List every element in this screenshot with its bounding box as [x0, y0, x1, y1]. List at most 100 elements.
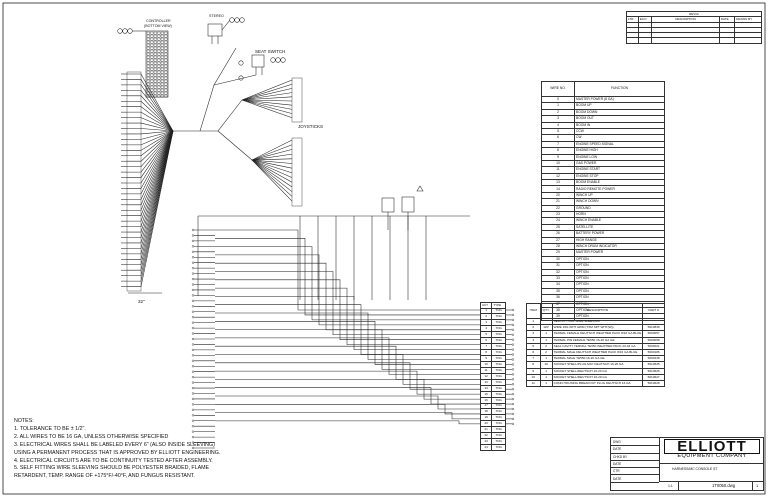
connector-pin — [153, 43, 157, 47]
routed-wire — [215, 362, 480, 390]
connector-pin — [157, 61, 161, 65]
terminal-dot — [511, 333, 515, 336]
wire-number-header: WIRE NO. — [541, 81, 575, 97]
callout-circle — [229, 17, 235, 23]
stereo-connector — [207, 23, 223, 37]
terminal-dot — [511, 378, 515, 381]
sheet-number: 1 — [756, 483, 759, 488]
pin-dot — [191, 310, 195, 313]
pin-column — [126, 71, 142, 292]
pin-dot — [191, 343, 195, 346]
joystick-wire — [251, 159, 293, 202]
connector-pin — [157, 40, 161, 44]
callout-circle — [117, 28, 123, 34]
revision-table: REV/IA LTR ECO DESCRIPTION DATE DRAWN BY — [626, 10, 762, 44]
pin-dot — [191, 386, 195, 390]
pin-dot — [191, 299, 195, 302]
connector-pin — [164, 94, 168, 98]
connector-pin — [146, 70, 150, 74]
terminal-dot — [511, 353, 515, 356]
pin-dot — [191, 272, 195, 275]
parts-header: QTY. — [539, 303, 553, 319]
scale-value: 1:1 — [668, 484, 673, 488]
connector-pin — [164, 82, 168, 86]
pin-dot — [191, 245, 195, 248]
joysticks-label: JOYSTICKS — [298, 124, 324, 129]
connector-pin — [160, 70, 164, 74]
note-line: 4. ELECTRICAL CIRCUITS ARE TO BE CONTINU… — [14, 457, 213, 464]
connector-pin — [160, 73, 164, 77]
routed-wire — [215, 321, 480, 365]
wire-function-table-cell: BOOM IN — [574, 121, 665, 129]
connector-pin — [153, 49, 157, 53]
terminal-dot — [511, 373, 515, 376]
connector-pin — [153, 34, 157, 38]
pin-dot — [191, 294, 195, 297]
bundle-wire — [127, 84, 174, 132]
joystick-wire — [241, 92, 293, 101]
routed-wire — [215, 238, 480, 316]
pin-dot — [191, 348, 195, 351]
pin-dot — [191, 305, 195, 308]
connector-pin — [160, 79, 164, 83]
connector-pin — [146, 49, 150, 53]
connector-pin — [150, 73, 154, 77]
callout-circle — [280, 57, 286, 63]
wire-function-table-cell: OPTION — [574, 294, 665, 302]
connector-pin — [164, 43, 168, 47]
pin-dot — [191, 288, 195, 292]
connector-pin — [157, 76, 161, 80]
joystick-branch-upper — [217, 99, 243, 132]
joystick-connector-upper — [291, 77, 303, 123]
drawing-title-box: HARNESS/MC CONSOLE ST — [660, 463, 763, 474]
controller-connector — [145, 30, 169, 98]
controller-label: CONTROLLER — [146, 19, 171, 23]
title-block-field: DATE — [611, 460, 659, 469]
pin-dot — [191, 283, 195, 286]
revision-table-cell — [718, 37, 736, 44]
joystick-wire — [251, 159, 293, 188]
terminal-dot — [511, 398, 515, 401]
pin-dot — [191, 337, 195, 341]
notes-block: NOTES: 1. TOLERANCE TO BE ± 1/2".2. ALL … — [14, 418, 220, 481]
pin-dot — [191, 408, 195, 411]
terminal-dot — [511, 323, 515, 326]
pin-dot — [191, 365, 195, 368]
connector-pin — [150, 67, 154, 71]
pin-dot — [191, 403, 195, 406]
connector-pin — [150, 58, 154, 62]
connector-pin — [153, 55, 157, 59]
drawing-title: HARNESS/MC CONSOLE ST — [672, 467, 718, 471]
wire-function-table-cell: BOOM DOWN — [574, 108, 665, 117]
pin-dot — [191, 414, 195, 417]
pin-dot — [191, 228, 195, 232]
connector-pin — [160, 52, 164, 56]
wire-function-table-cell: OPTION — [574, 287, 665, 296]
joystick-wire — [241, 96, 293, 101]
pin-dot — [191, 250, 195, 253]
joystick-wire — [241, 99, 293, 106]
connector-pin — [146, 76, 150, 80]
pin-dot — [191, 239, 195, 242]
connector-pin — [160, 46, 164, 50]
terminal-dot — [511, 348, 515, 351]
connector-pin — [146, 40, 150, 44]
terminal-dot — [511, 402, 515, 406]
connector-pin — [150, 70, 154, 74]
pin-dot — [191, 381, 195, 384]
connector-pin — [157, 52, 161, 56]
connector-pin — [146, 85, 150, 89]
routed-wire — [215, 329, 480, 370]
joystick-wire — [251, 159, 293, 174]
joystick-wire — [241, 99, 293, 102]
revision-table-cell — [734, 37, 762, 44]
connector-pin — [160, 85, 164, 89]
connector-pin — [160, 49, 164, 53]
drawing-number: 1T0050.dwg — [712, 483, 736, 488]
